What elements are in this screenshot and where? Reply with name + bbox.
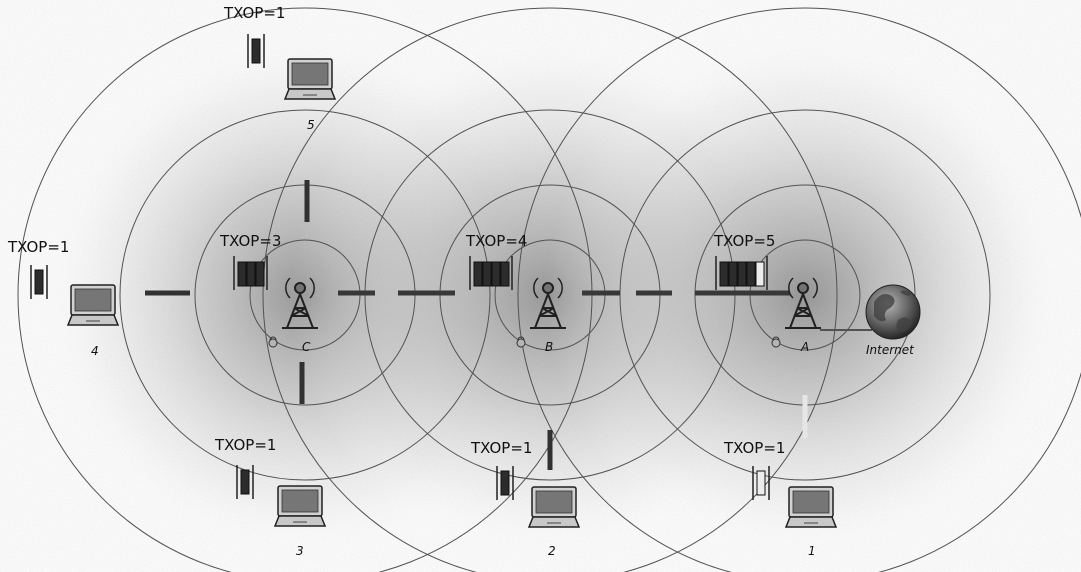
laptop-icon (527, 486, 581, 528)
packet-full (240, 469, 250, 495)
packet-empty (755, 261, 765, 287)
ap-name-label: B (545, 340, 553, 354)
client-number-label: 3 (296, 544, 304, 558)
packet-full (728, 261, 738, 287)
lock-icon (516, 336, 526, 348)
ap-name-label: C (302, 340, 311, 354)
packet-queue (30, 265, 48, 299)
packet-full (246, 261, 256, 287)
internet-label: Internet (866, 343, 915, 357)
client-number-label: 1 (808, 544, 816, 558)
lock-icon (268, 336, 278, 348)
packet-full (251, 38, 261, 64)
laptop-icon (66, 284, 120, 326)
txop-label: TXOP=1 (470, 439, 532, 457)
txop-label: TXOP=1 (223, 4, 285, 22)
internet-node: Internet (865, 284, 921, 357)
packet-full (473, 261, 483, 287)
txop-label: TXOP=5 (713, 232, 775, 250)
laptop-icon (283, 58, 337, 100)
halo-ap-a (545, 35, 1065, 555)
txop-label: TXOP=3 (219, 232, 281, 250)
lock-icon (771, 336, 781, 348)
ap-name-label: A (800, 340, 809, 354)
packet-empty (756, 470, 766, 496)
packet-full (237, 261, 247, 287)
packet-full (255, 261, 265, 287)
packet-full (34, 269, 44, 295)
packet-full (491, 261, 501, 287)
packet-full (719, 261, 729, 287)
txop-label: TXOP=1 (214, 436, 276, 454)
laptop-icon (273, 485, 327, 527)
client-number-label: 4 (91, 344, 99, 358)
laptop-icon (784, 486, 838, 528)
client-number-label: 5 (307, 118, 315, 132)
packet-full (500, 470, 510, 496)
packet-full (737, 261, 747, 287)
txop-label: TXOP=1 (7, 238, 69, 256)
packet-full (746, 261, 756, 287)
client-number-label: 2 (548, 544, 556, 558)
packet-full (500, 261, 510, 287)
txop-label: TXOP=1 (723, 439, 785, 457)
txop-label: TXOP=4 (465, 232, 527, 250)
packet-full (482, 261, 492, 287)
